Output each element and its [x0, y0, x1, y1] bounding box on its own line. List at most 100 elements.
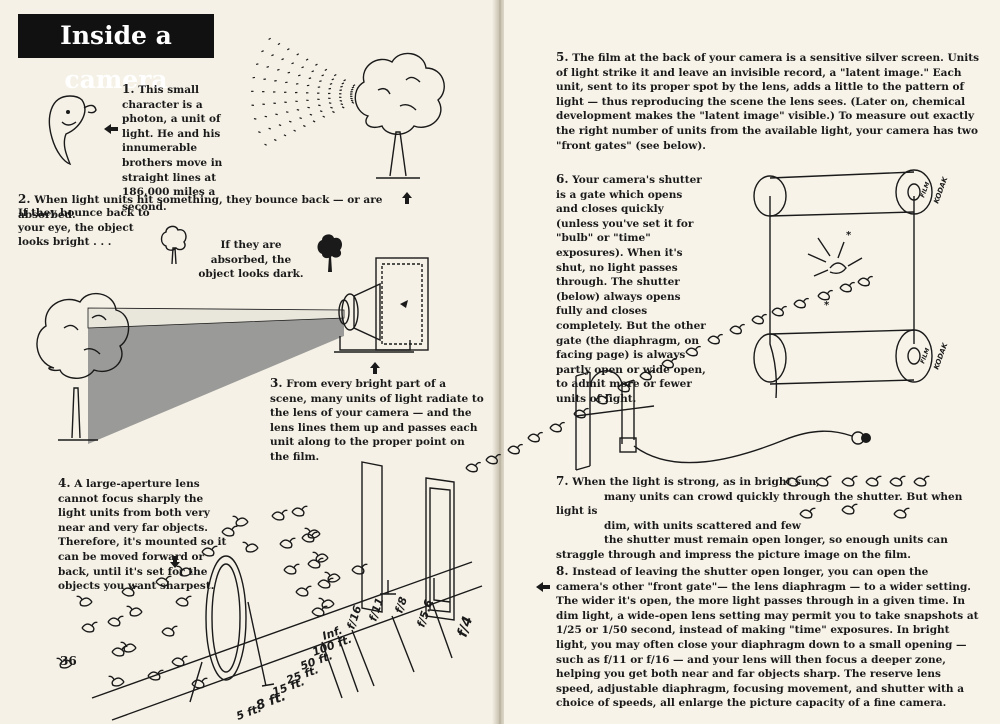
ray-dot — [284, 91, 287, 93]
ray-dot — [309, 113, 313, 116]
ray-dot — [253, 118, 257, 120]
ray-dot — [273, 91, 276, 93]
ray-dot — [296, 53, 300, 56]
aperture-label: f/5.6 — [414, 598, 435, 629]
aperture-label: f/11 — [366, 596, 386, 623]
ray-dot — [262, 103, 265, 105]
ray-dot — [264, 115, 268, 118]
ray-dot — [251, 90, 254, 92]
ray-dot — [295, 91, 298, 94]
film-roll-illustration: FILM KODAK FILM KODAK * * — [753, 169, 950, 399]
photon-mark — [312, 551, 329, 563]
photon-mark — [121, 585, 138, 597]
section-2-text: 2. When light units hit something, they … — [18, 192, 383, 221]
shutter-gate-illustration — [575, 370, 871, 471]
photon-mark — [893, 507, 910, 519]
ray-dot — [288, 120, 292, 123]
ray-dot — [333, 73, 337, 77]
ray-dot — [296, 109, 300, 111]
ray-dot — [350, 93, 353, 95]
ray-dot — [319, 80, 322, 83]
ray-dot — [293, 129, 297, 132]
dark-tree-icon — [317, 234, 342, 272]
photon-mark — [155, 575, 172, 587]
section-7-text: 7. When the light is strong, as in brigh… — [556, 474, 963, 561]
arrow-up-icon — [370, 362, 380, 374]
ray-dot — [281, 58, 284, 61]
photon-crowd-icon — [785, 475, 930, 487]
ray-dot — [319, 110, 323, 113]
right-page: 5. The film at the back of your camera i… — [504, 0, 1000, 724]
photon-mark — [175, 595, 192, 607]
ray-dot — [328, 102, 332, 104]
ray-dot — [306, 92, 309, 94]
ray-dot — [278, 124, 282, 127]
ray-dot — [306, 99, 309, 102]
ray-dot — [338, 96, 342, 99]
ray-dot — [317, 98, 320, 101]
film-word-label: FILM — [919, 347, 931, 365]
ray-dot — [275, 113, 278, 116]
ray-dot — [295, 100, 298, 103]
photon-mark — [283, 563, 300, 575]
film-brand-label: KODAK — [932, 175, 949, 204]
ray-dot — [317, 86, 321, 88]
ray-dot — [351, 86, 355, 89]
photon-mark — [126, 605, 143, 617]
ray-dot — [339, 100, 343, 102]
arrow-up-icon — [402, 192, 412, 204]
ray-dot — [311, 70, 315, 73]
photon-mark — [318, 597, 335, 609]
arrow-down-icon — [170, 556, 180, 568]
ray-dot — [251, 104, 254, 106]
ray-dot — [332, 110, 335, 114]
photon-mark — [242, 541, 259, 553]
ray-dot — [255, 63, 259, 66]
ray-dot — [351, 101, 355, 104]
photon-mark — [913, 475, 930, 487]
ray-dot — [328, 87, 332, 90]
photon-mark — [232, 515, 249, 527]
ray-dot — [264, 143, 267, 146]
photon-mark — [291, 505, 308, 517]
svg-text:*: * — [824, 300, 830, 311]
photon-scattered-icon — [799, 503, 910, 519]
section-4-text: 4. A large-aperture lens cannot focus sh… — [58, 476, 227, 593]
ray-dot — [350, 99, 354, 102]
ray-dot — [321, 74, 325, 77]
section-3-text: 3. From every bright part of a scene, ma… — [270, 376, 484, 463]
focusing-lens-illustration: f/16 f/11 f/8 f/5.6 f/4 Inf. 100 ft. 50 … — [56, 461, 483, 723]
ray-dot — [299, 117, 302, 120]
ray-dot — [350, 91, 353, 93]
photon-mark — [785, 475, 802, 487]
photon-mark — [311, 605, 328, 617]
ray-dot — [341, 106, 345, 109]
ray-dot — [308, 77, 312, 80]
photon-mark — [201, 545, 218, 557]
ray-dot — [274, 80, 277, 82]
photon-mark — [815, 475, 832, 487]
ray-dot — [340, 103, 344, 106]
ray-dot — [303, 124, 306, 128]
ray-dot — [318, 104, 321, 107]
film-word-label: FILM — [919, 181, 931, 199]
ray-dot — [339, 89, 342, 91]
photon-mark — [221, 525, 238, 537]
photon-mark — [889, 475, 906, 487]
photon-mark — [279, 537, 296, 549]
ray-dot — [352, 84, 356, 87]
ray-dot — [324, 68, 328, 72]
ray-dot — [271, 54, 274, 57]
ray-dot — [273, 102, 276, 104]
aperture-label: f/16 — [344, 604, 364, 631]
ray-dot — [328, 92, 331, 95]
ray-dot — [331, 78, 335, 81]
ray-dot — [284, 101, 287, 103]
photon-mark — [107, 615, 124, 627]
ray-dot — [273, 138, 277, 142]
section-2-dark-text: If they are absorbed, the object looks d… — [198, 239, 304, 281]
ray-dot — [291, 62, 294, 65]
distance-label: 5 ft. — [235, 702, 264, 723]
arrow-left-icon — [536, 582, 550, 592]
